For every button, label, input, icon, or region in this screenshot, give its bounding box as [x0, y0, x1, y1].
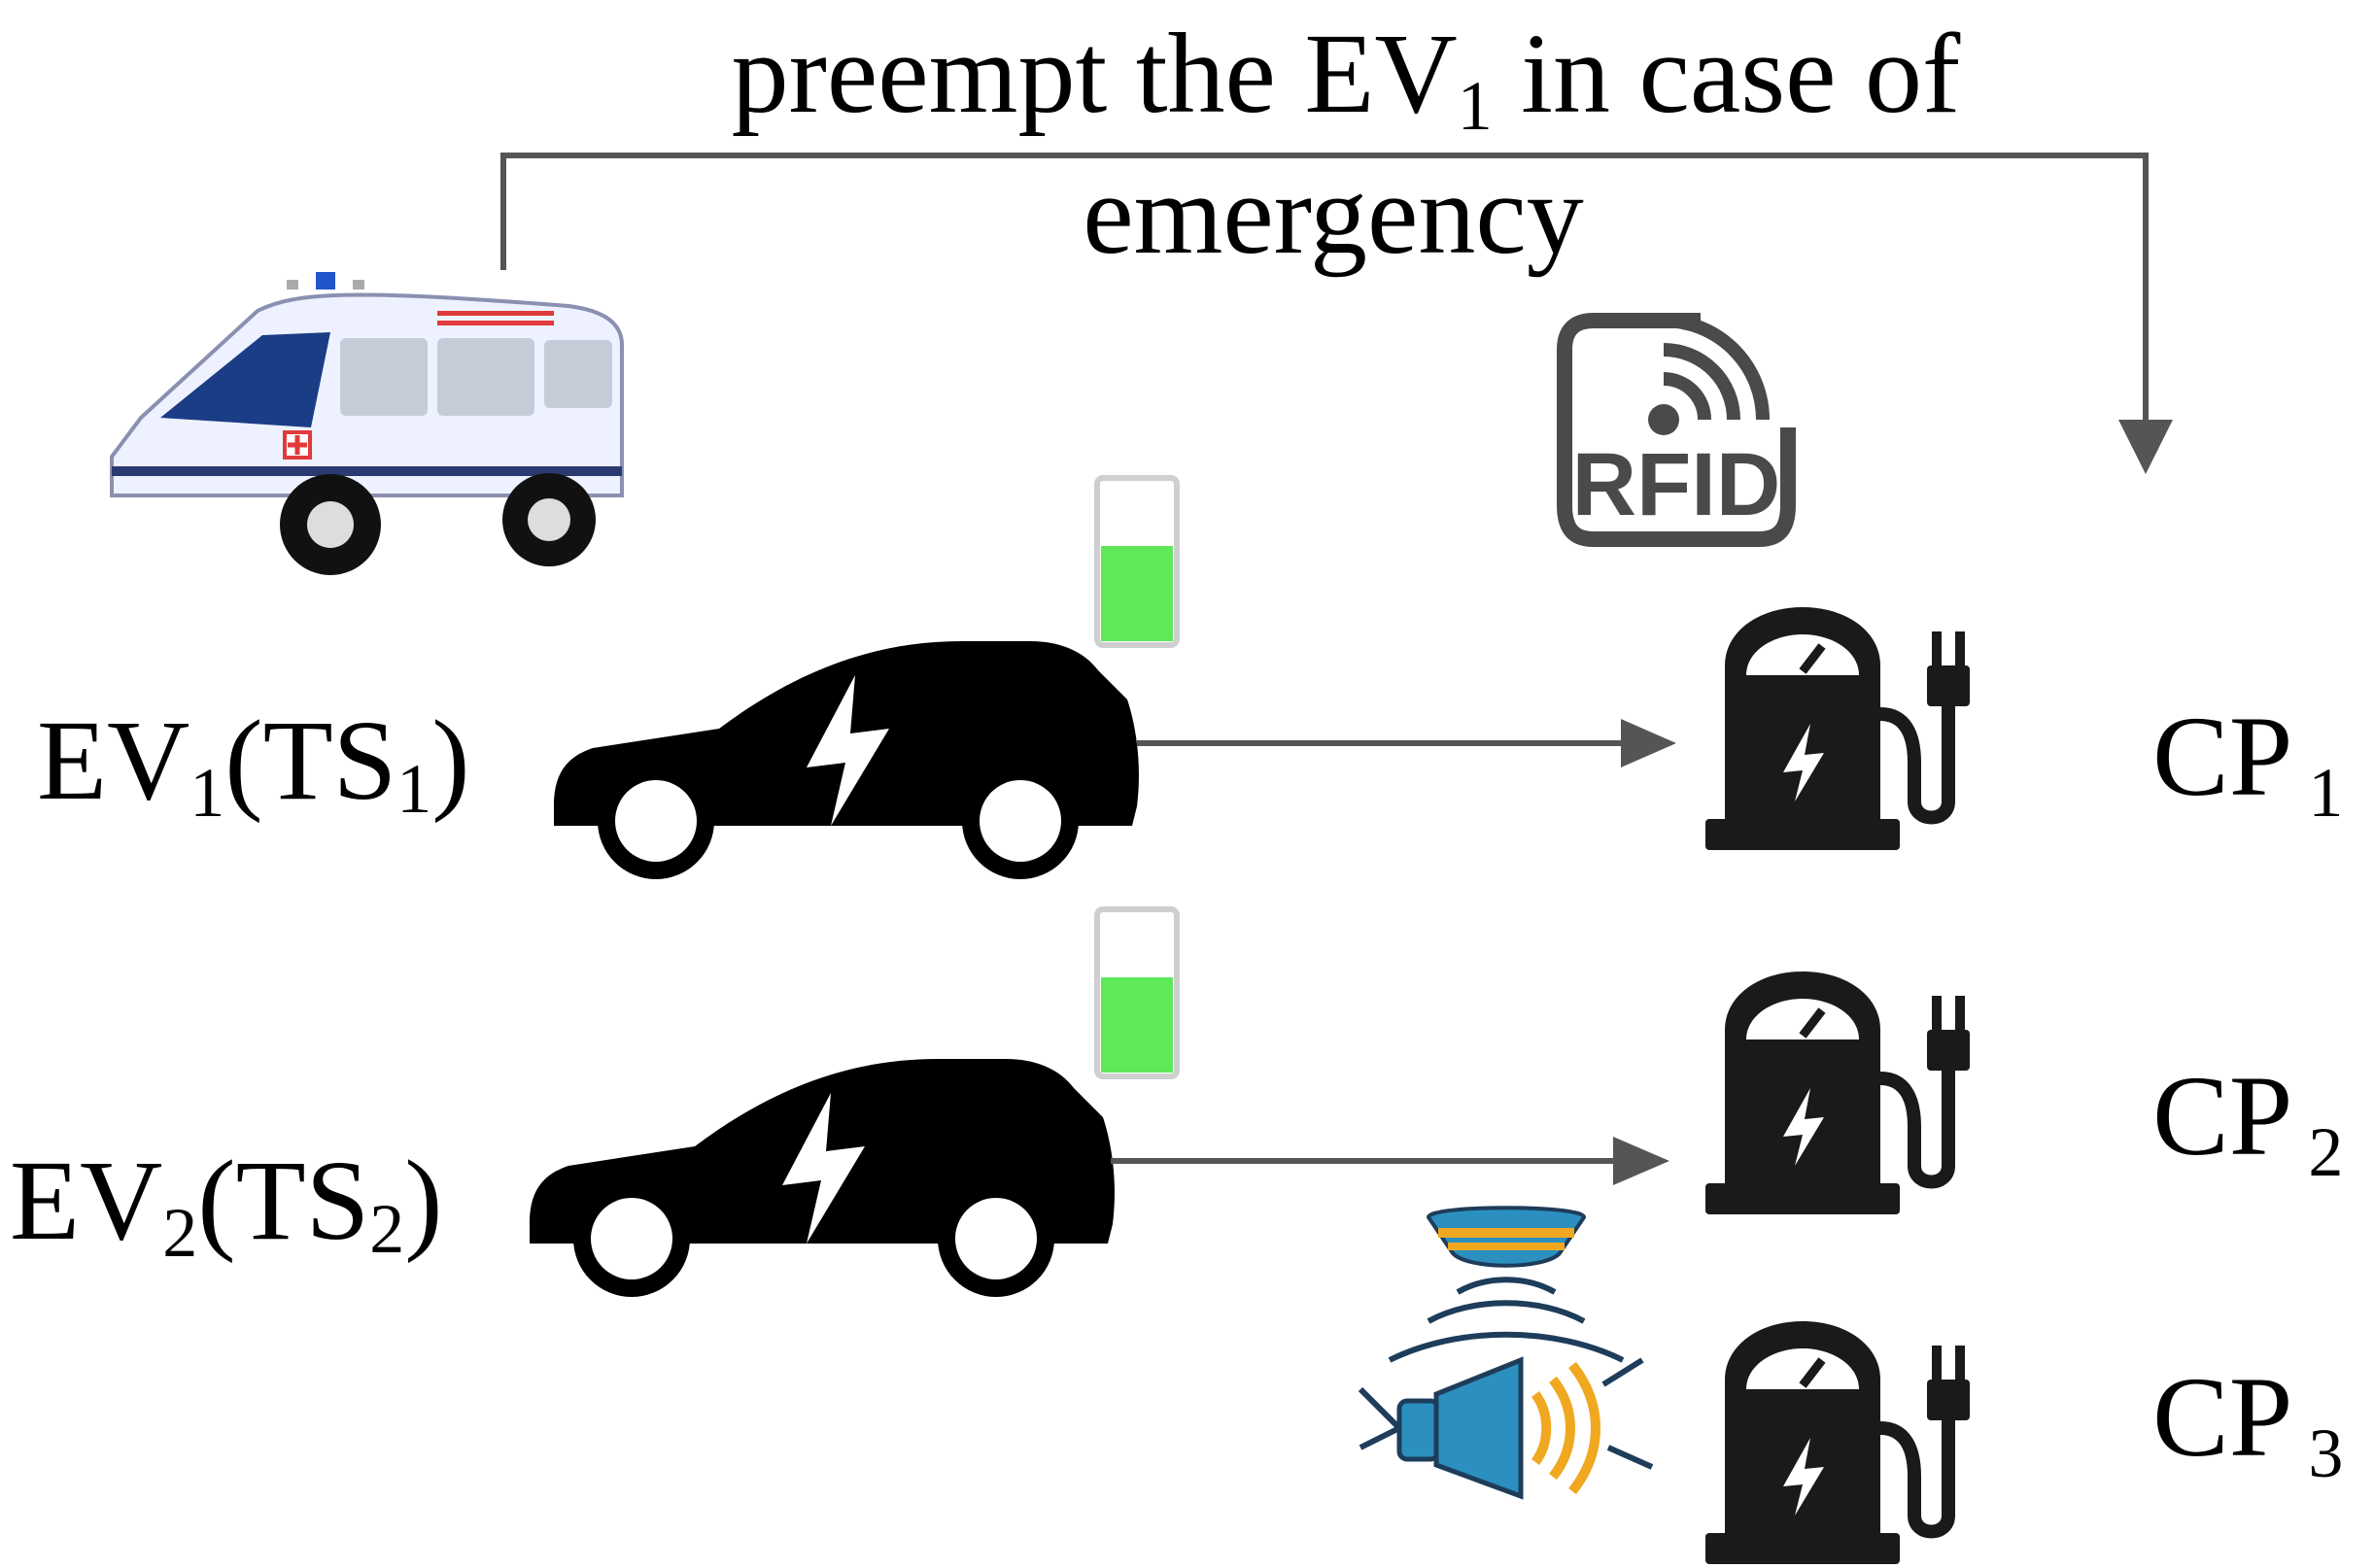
ev1-to-cp1-arrowhead — [1621, 719, 1676, 767]
ev1-label: EV1(TS1) — [37, 697, 470, 832]
ev2-car-icon — [530, 1059, 1115, 1297]
speaker-icon — [1358, 1356, 1654, 1500]
rfid-label: RFID — [1572, 435, 1781, 534]
annotation-line2: emergency — [1083, 151, 1583, 278]
rfid-icon: RFID — [1557, 313, 1796, 547]
ev2-label: EV2(TS2) — [10, 1137, 443, 1272]
ev1-car-icon — [554, 641, 1139, 879]
charging-station-icon-3 — [1705, 1321, 1970, 1564]
sensor-beacon-icon — [1388, 1206, 1625, 1363]
battery-icon-2 — [1097, 909, 1177, 1076]
preempt-arrow — [500, 153, 2149, 437]
battery-icon-1 — [1097, 478, 1177, 645]
annotation-line1: preempt the EV1 in case of — [732, 10, 1961, 145]
ambulance-icon — [110, 272, 624, 575]
charging-station-icon-1 — [1705, 607, 1970, 850]
charging-station-icon-2 — [1705, 971, 1970, 1214]
preempt-arrowhead — [2118, 420, 2173, 474]
ev2-to-cp2-arrowhead — [1613, 1137, 1669, 1185]
